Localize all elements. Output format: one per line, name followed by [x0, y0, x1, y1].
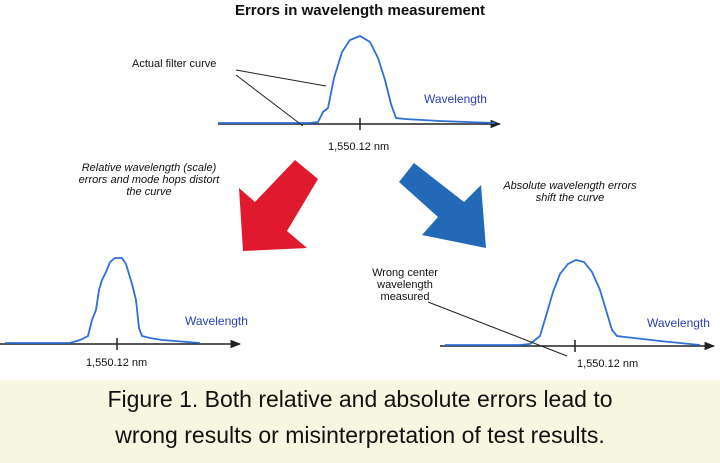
pointer-line-lower: [235, 74, 304, 127]
caption-line-1: Figure 1. Both relative and absolute err…: [107, 386, 613, 412]
relative-error-note: Relative wavelength (scale) errors and m…: [54, 162, 244, 198]
absolute-error-note-line-2: shift the curve: [535, 192, 605, 205]
pointer-line-upper: [235, 69, 327, 87]
actual-filter-curve-label: Actual filter curve: [132, 58, 217, 70]
diagram-title: Errors in wavelength measurement: [234, 2, 486, 19]
wrong-center-note-line-2: wavelength: [377, 279, 433, 292]
absolute-error-note-line-1: Absolute wavelength errors: [503, 180, 637, 192]
diagram: Errors in wavelength measurement Actual …: [0, 2, 716, 370]
figure-caption: Figure 1. Both relative and absolute err…: [0, 380, 720, 463]
wrong-center-note-line-3: measured: [380, 291, 430, 304]
left-wavelength-label: Wavelength: [185, 314, 248, 328]
wrong-center-note: Wrong center wavelength measured: [350, 267, 460, 303]
top-tick-label: 1,550.12 nm: [328, 141, 390, 153]
relative-error-note-line-3: the curve: [126, 186, 172, 199]
top-filter-curve: [218, 34, 496, 124]
caption-line-2: wrong results or misinterpretation of te…: [115, 422, 605, 448]
left-filter-curve: [5, 257, 201, 344]
absolute-error-note: Absolute wavelength errors shift the cur…: [470, 180, 670, 204]
right-filter-curve: [445, 259, 701, 346]
relative-error-note-line-1: Relative wavelength (scale): [81, 162, 217, 174]
wrong-center-pointer: [427, 301, 568, 357]
wrong-center-note-line-1: Wrong center: [372, 267, 438, 279]
blue-arrow: [399, 163, 486, 248]
relative-error-note-line-2: errors and mode hops distort: [78, 174, 220, 187]
right-wavelength-label: Wavelength: [647, 316, 710, 330]
top-wavelength-label: Wavelength: [424, 92, 487, 106]
red-arrow: [239, 160, 318, 251]
diagram-graphics: [0, 34, 716, 357]
left-tick-label: 1,550.12 nm: [86, 357, 148, 369]
right-tick-label: 1,550.12 nm: [577, 358, 639, 370]
